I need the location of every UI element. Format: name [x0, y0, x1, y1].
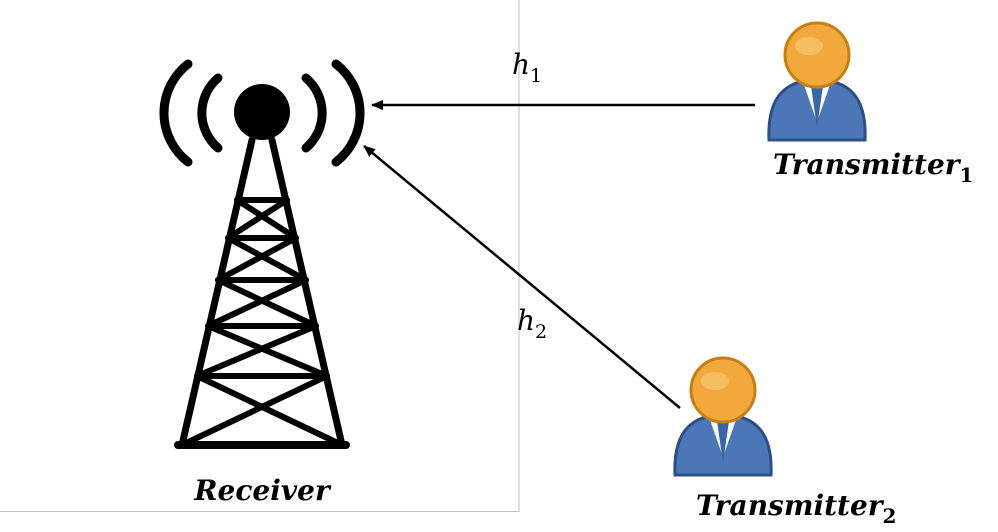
edge-h1-label: h1 [512, 48, 542, 87]
transmitter-1-label: Transmitter1 [773, 148, 973, 187]
edge-h2-label: h2 [517, 304, 547, 343]
transmitter-2-label: Transmitter2 [696, 489, 896, 528]
person-icon [673, 356, 773, 477]
edge-h1: h1 [371, 48, 755, 110]
antenna-tower-icon [159, 59, 365, 449]
edge-h2: h2 [363, 145, 681, 409]
person-icon [767, 21, 867, 142]
receiver-label: Receiver [193, 474, 332, 507]
panel-frame [0, 0, 520, 512]
